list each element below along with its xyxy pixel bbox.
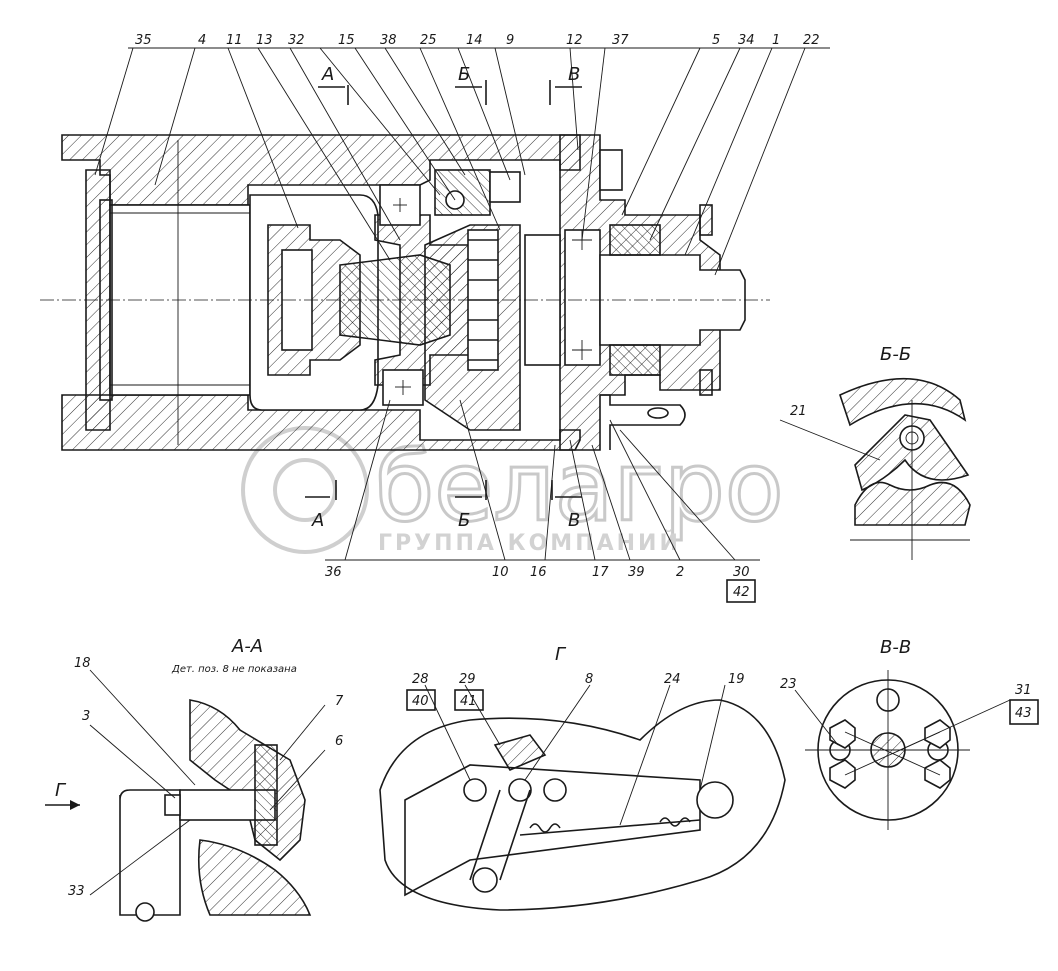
- callout-label-boxed: 41: [460, 694, 477, 709]
- callout-label: 5: [712, 33, 720, 48]
- callout-label: 10: [492, 565, 509, 580]
- callout-label: 6: [335, 734, 343, 749]
- callout-label: 4: [198, 33, 206, 48]
- callout-label: 1: [772, 33, 780, 48]
- callout-label: 22: [803, 33, 820, 48]
- section-title-g: Г: [555, 644, 567, 665]
- watermark-logo-inner: [273, 458, 337, 522]
- callout-label-boxed: 40: [412, 694, 429, 709]
- section-title-aa: А-А: [231, 636, 263, 657]
- callout-label: 2: [676, 565, 684, 580]
- section-title-bb: Б-Б: [880, 344, 911, 365]
- watermark-subtitle: ГРУППА КОМПАНИЙ: [378, 530, 681, 556]
- callout-label: 19: [728, 672, 745, 687]
- callout-label: 13: [256, 33, 273, 48]
- callout-label-boxed: 42: [733, 585, 750, 600]
- view-g: Г 28 40 29 41 8 24 19: [379, 644, 786, 911]
- callout-label: 7: [335, 694, 344, 709]
- callout-label: 9: [506, 33, 514, 48]
- section-vv: В-В 23 31 43: [780, 637, 1039, 830]
- section-note-aa: Дет. поз. 8 не показана: [171, 664, 297, 675]
- callout-label: 25: [420, 33, 437, 48]
- section-mark-a-top: А: [321, 64, 334, 85]
- main-callouts-top: 35 4 11 13 32 15 38 25 14 9 12 37 5 34 1…: [135, 33, 820, 48]
- leader-lines-main: [94, 47, 830, 561]
- callout-label: 34: [738, 33, 755, 48]
- main-assembly-view: [40, 134, 770, 451]
- callout-label: 3: [82, 709, 90, 724]
- callout-label: 11: [226, 33, 243, 48]
- callout-label: 29: [459, 672, 476, 687]
- callout-label: 38: [380, 33, 397, 48]
- section-bb: Б-Б 21: [779, 344, 971, 560]
- section-mark-b-bottom: Б: [458, 510, 470, 531]
- section-title-vv: В-В: [880, 637, 911, 658]
- section-marks: А Б В А Б В: [305, 64, 582, 531]
- callout-label: 28: [412, 672, 429, 687]
- callout-label: 17: [592, 565, 609, 580]
- callout-label: 31: [1015, 683, 1032, 698]
- section-mark-v-top: В: [568, 64, 580, 85]
- callout-label: 16: [530, 565, 547, 580]
- section-aa: А-А Дет. поз. 8 не показана 18 3 7 6 33 …: [45, 636, 344, 922]
- callout-label: 32: [288, 33, 305, 48]
- view-arrow-label-g: Г: [55, 780, 67, 801]
- callout-label: 15: [338, 33, 355, 48]
- callout-label: 8: [585, 672, 593, 687]
- callout-label: 12: [566, 33, 583, 48]
- callout-label: 33: [68, 884, 85, 899]
- callout-label: 21: [790, 404, 807, 419]
- section-mark-v-bottom: В: [568, 510, 580, 531]
- main-callouts-bottom: 36 10 16 17 39 2 30 42: [325, 565, 756, 603]
- callout-label: 24: [664, 672, 681, 687]
- callout-label: 30: [733, 565, 750, 580]
- callout-label: 18: [74, 656, 91, 671]
- section-mark-b-top: Б: [458, 64, 470, 85]
- callout-label: 37: [612, 33, 629, 48]
- callout-label: 14: [466, 33, 483, 48]
- callout-label: 35: [135, 33, 152, 48]
- callout-label: 39: [628, 565, 645, 580]
- section-mark-a-bottom: А: [311, 510, 324, 531]
- callout-label: 23: [780, 677, 797, 692]
- callout-label: 36: [325, 565, 342, 580]
- callout-label-boxed: 43: [1015, 706, 1032, 721]
